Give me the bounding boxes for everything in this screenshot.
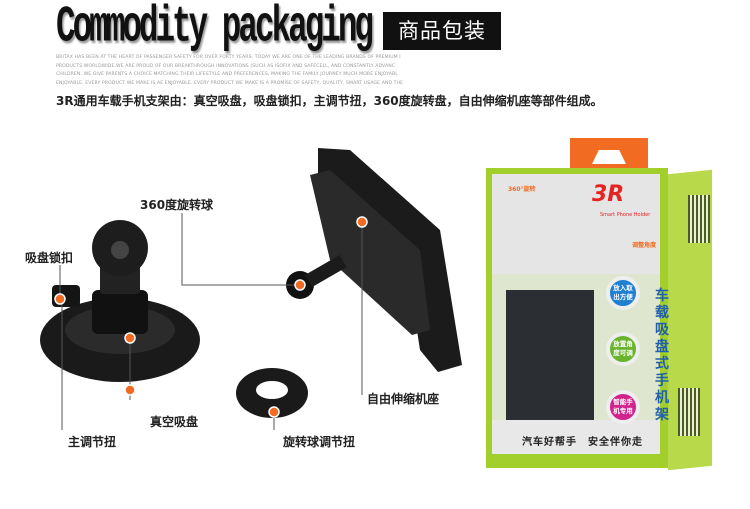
package-vertical-title: 车载吸盘式手机架 <box>655 288 669 423</box>
blurb-line: BRITAX HAS BEEN AT THE HEART OF PASSENGE… <box>56 55 401 60</box>
blurb-line: ENJOYABLE. EVERY PRODUCT WE MAKE IS AE E… <box>56 80 404 86</box>
label-suction: 真空吸盘 <box>150 415 199 429</box>
marker-nut <box>268 406 280 418</box>
blurb-line: PRODUCTS WORLDWIDE.WE ARE PROUD OF OUR B… <box>56 63 396 69</box>
label-main-knob: 主调节扭 <box>68 435 117 449</box>
adjust-caption: 调整角度 <box>632 242 657 249</box>
package-hanger <box>570 138 648 170</box>
marker-suction <box>124 384 136 396</box>
feature-circle: 放置角度可调 <box>606 332 640 366</box>
marker-ball <box>294 279 306 291</box>
qr-code <box>688 195 710 243</box>
rotate-caption: 360°旋转 <box>508 186 536 193</box>
feature-circle: 放入取出方便 <box>606 276 640 310</box>
blurb-line: CHILDREN. WE GIVE PARENTS A CHOICE MATCH… <box>56 72 398 77</box>
title-badge: 商品包装 <box>383 12 501 50</box>
marker-lock <box>54 293 66 305</box>
feature-circle: 智能手机专用 <box>606 390 640 424</box>
marker-main-knob <box>124 332 136 344</box>
package-panel <box>492 174 660 274</box>
package-footer <box>492 420 660 454</box>
package-slogan: 汽车好帮手 安全伴你走 <box>522 437 643 448</box>
brand-subtitle: Smart Phone Holder <box>600 212 651 218</box>
blurb-text: BRITAX HAS BEEN AT THE HEART OF PASSENGE… <box>56 54 426 88</box>
marker-base <box>356 216 368 228</box>
phone-cradle <box>286 148 462 372</box>
main-knob <box>92 290 148 334</box>
label-base: 自由伸缩机座 <box>367 392 440 406</box>
label-ball: 360度旋转球 <box>140 198 214 212</box>
qr-code <box>678 388 700 436</box>
label-lock: 吸盘锁扣 <box>25 251 74 265</box>
label-ball-knob: 旋转球调节扭 <box>283 435 356 449</box>
page-title: Commodity packaging <box>56 0 374 57</box>
intro-text: 3R通用车载手机支架由：真空吸盘，吸盘锁扣，主调节扭，360度旋转盘，自由伸缩机… <box>56 94 603 108</box>
brand-logo: 3R <box>592 182 625 207</box>
packaged-holder <box>506 290 594 420</box>
